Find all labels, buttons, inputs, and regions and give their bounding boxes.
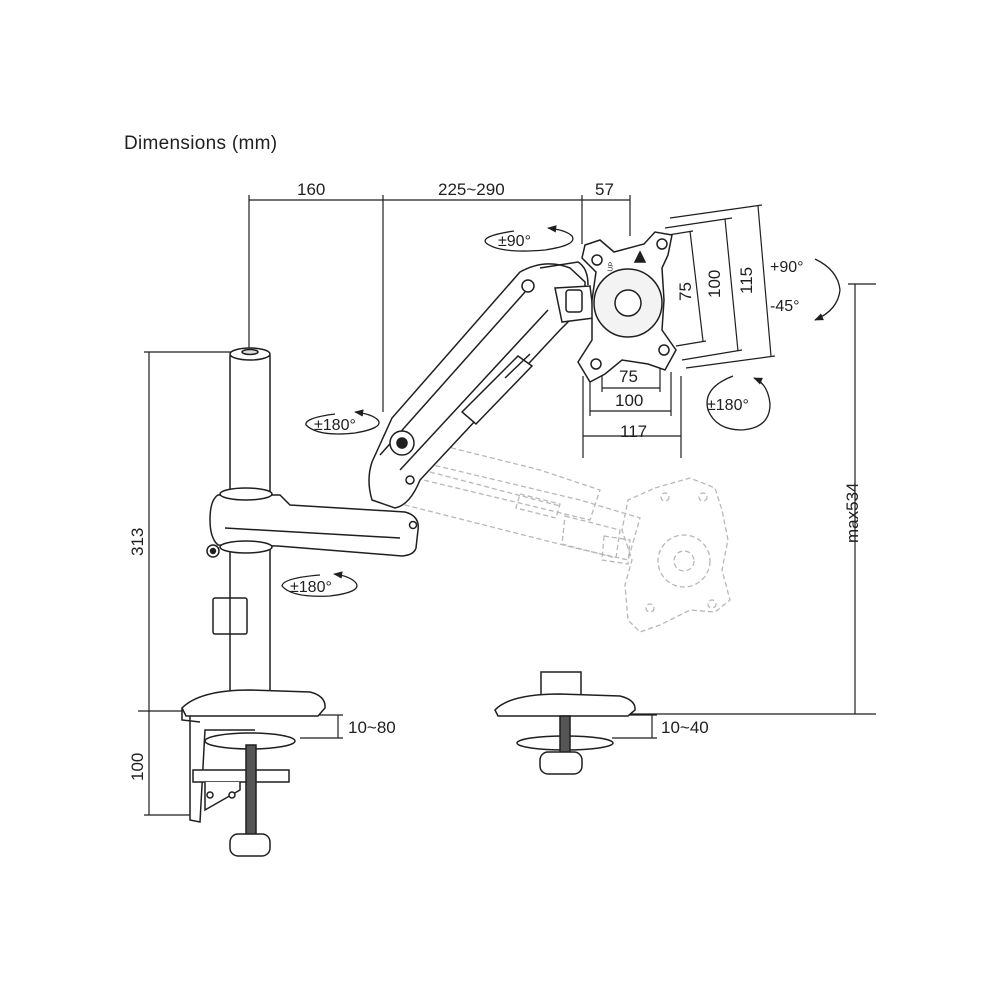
grommet-clamp: [494, 671, 636, 775]
dim-vesa-w-75: 75: [619, 367, 638, 386]
dim-clamp-height: 100: [128, 753, 147, 781]
dim-grommet-desk-range: 10~40: [661, 718, 709, 737]
pole: [212, 347, 271, 701]
dim-vesa-h-115: 115: [737, 267, 756, 294]
ghost-arm-position: [404, 439, 731, 633]
dim-vesa-w-117: 117: [620, 422, 647, 441]
dimension-lines: [138, 195, 876, 816]
vesa-plate: [577, 231, 677, 383]
dim-clamp-desk-range: 10~80: [348, 718, 396, 737]
rot-tilt-down: -45°: [770, 298, 800, 315]
dim-vesa-h-75: 75: [676, 282, 695, 301]
rot-rotate-screen: ±180°: [707, 397, 749, 414]
rot-swivel-base: ±180°: [290, 579, 332, 596]
dim-vesa-h-100: 100: [705, 270, 724, 298]
plate-up-label: UP: [607, 261, 616, 272]
dim-head-offset: 57: [595, 180, 614, 199]
upper-arm: [368, 261, 595, 509]
rot-swivel-elbow: ±180°: [314, 417, 356, 434]
rotation-arrows: [281, 225, 841, 597]
lower-arm: [206, 487, 419, 558]
dim-arm-reach: 225~290: [438, 180, 505, 199]
rot-tilt-up: +90°: [770, 259, 804, 276]
dim-pole-height: 313: [128, 528, 147, 556]
rot-swivel-head: ±90°: [498, 233, 531, 250]
diagram-title: Dimensions (mm): [124, 133, 278, 154]
rotation-labels: ±90° ±180° ±180° ±180° +90° -45°: [290, 233, 804, 596]
dim-arm-offset: 160: [297, 180, 325, 199]
dim-max-height: max534: [843, 483, 862, 543]
dimension-labels: 160 225~290 57 313 100 max534 10~80 10~4…: [128, 180, 862, 781]
dim-vesa-w-100: 100: [615, 391, 643, 410]
desk-clamp: [181, 689, 326, 857]
